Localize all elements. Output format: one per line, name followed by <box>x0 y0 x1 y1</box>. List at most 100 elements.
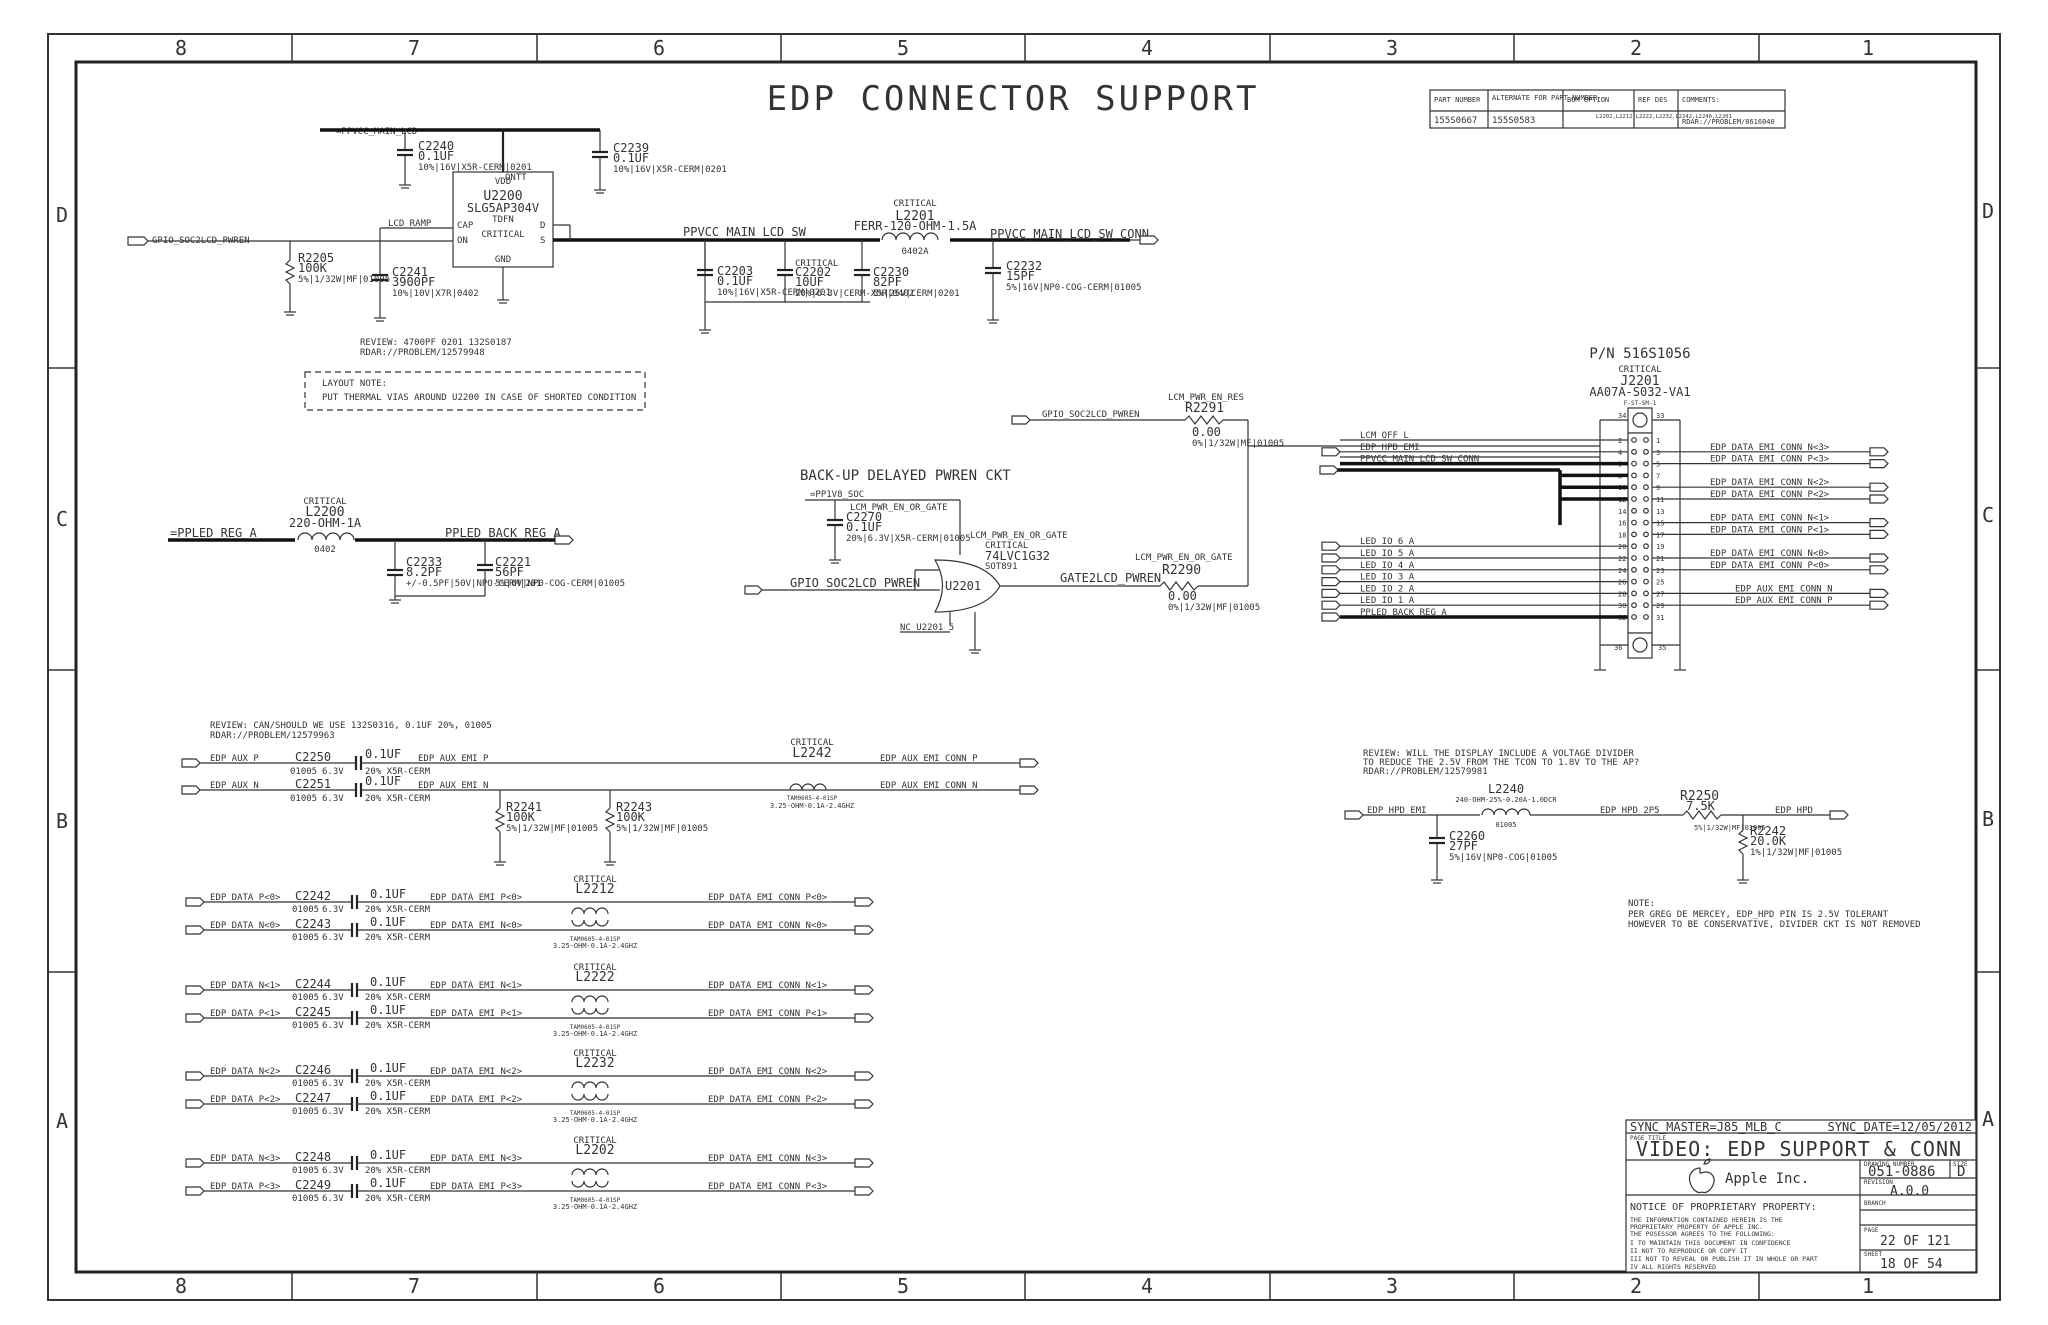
connector-net-label: EDP_DATA_EMI_CONN_N<0> <box>1710 549 1830 559</box>
connector-contact <box>1643 496 1649 502</box>
c2251-ref: C2251 <box>295 777 331 791</box>
zone-row-label: B <box>1982 807 1994 831</box>
net-label: GPIO_SOC2LCD_PWREN <box>1042 410 1140 420</box>
lane-input-net: EDP_DATA_N<2> <box>210 1067 281 1077</box>
net-label: EDP_AUX_EMI_CONN_N <box>880 781 978 791</box>
r2205-spec: 5%|1/32W|MF|01005 <box>298 275 390 285</box>
connector-contact <box>1631 555 1637 561</box>
j2201-pin: 27 <box>1656 590 1664 598</box>
review-note: RDAR://PROBLEM/12579963 <box>210 731 335 741</box>
connector-net-label: EDP_AUX_EMI_CONN_P <box>1735 596 1833 606</box>
lane-cap-ref: C2246 <box>295 1063 331 1077</box>
company-name: Apple Inc. <box>1725 1171 1809 1187</box>
c2270-spec: 20%|6.3V|X5R-CERM|01005 <box>846 534 971 544</box>
net-label: PPVCC_MAIN_LCD_SW_CONN <box>990 227 1149 241</box>
net-label: LCM_PWR_EN_OR_GATE <box>970 531 1068 541</box>
notice-line: II NOT TO REPRODUCE OR COPY IT <box>1630 1247 1747 1255</box>
j2201-pin: 20 <box>1618 543 1626 551</box>
net-label: EDP_AUX_EMI_P <box>418 754 489 764</box>
c2241-val: 3900PF <box>392 275 435 289</box>
c2202-critical: CRITICAL <box>795 259 838 269</box>
bom-header: PART NUMBER <box>1434 96 1481 104</box>
connector-contact <box>1631 566 1637 573</box>
offpage-connector <box>1869 494 1889 504</box>
lane-input-net: EDP_DATA_N<3> <box>210 1154 281 1164</box>
zone-col-label: 8 <box>175 1274 187 1298</box>
connector-net-label: LED_IO_5_A <box>1360 549 1415 559</box>
lane-cap-volt: 6.3V <box>322 993 344 1003</box>
r2242-ref: R2242 <box>1750 824 1786 838</box>
connector-contact <box>1643 531 1649 538</box>
offpage-connector <box>1869 600 1889 610</box>
lane-cap-spec: 20% X5R-CERM <box>365 1021 431 1031</box>
lane-choke-coil <box>571 907 609 915</box>
connector-net-label: PPLED_BACK_REG_A <box>1360 608 1447 618</box>
u2201-pkg: SOT891 <box>985 562 1018 572</box>
connector-net-label: LED_IO_1_A <box>1360 596 1415 606</box>
net-label: LCM_PWR_EN_RES <box>1168 393 1244 403</box>
lane-emi-net: EDP_DATA_EMI_P<3> <box>430 1182 523 1192</box>
c2240-val: 0.1UF <box>418 149 454 163</box>
zone-col-label: 3 <box>1386 36 1398 60</box>
c2240-spec: 10%|16V|X5R-CERM|0201 <box>418 163 532 173</box>
connector-contact <box>1631 590 1637 597</box>
tb-label: BRANCH <box>1864 1200 1886 1207</box>
j2201-pin: 26 <box>1618 579 1626 587</box>
zone-row-label: B <box>56 809 68 833</box>
j2201-pin: 23 <box>1656 567 1664 575</box>
bom-header: ALTERNATE FOR PART NUMBER <box>1492 94 1598 102</box>
connector-contact <box>1643 614 1649 620</box>
connector-contact <box>1631 460 1637 467</box>
lcd-sw-filter: PPVCC_MAIN_LCD_SW C2203 0.1UF 10%|16V|X5… <box>683 199 1159 334</box>
j2201-connector: P/N 516S1056 CRITICAL J2201 AA07A-S032-V… <box>1319 346 1691 671</box>
zone-row-label: C <box>1982 503 1994 527</box>
connector-contact <box>1643 602 1649 609</box>
connector-net-label: LCM_OFF_L <box>1360 431 1409 441</box>
lane-cap-pkg: 01005 <box>292 993 319 1003</box>
lane-choke-spec: 3.25-OHM-0.1A-2.4GHZ <box>553 942 637 950</box>
offpage-connector <box>1829 810 1849 820</box>
offpage-connector <box>1869 588 1889 599</box>
lane-cap-spec: 20% X5R-CERM <box>365 1079 431 1089</box>
notice-title: NOTICE OF PROPRIETARY PROPERTY: <box>1630 1202 1817 1213</box>
lane-choke-part: TAM0605-4-01SP <box>570 1024 621 1031</box>
offpage-connector <box>854 1158 874 1168</box>
l2201-pkg: 0402A <box>901 247 929 257</box>
connector-net-label: EDP_DATA_EMI_CONN_P<2> <box>1710 490 1830 500</box>
lane-choke-part: TAM0605-4-01SP <box>570 1110 621 1117</box>
offpage-connector <box>185 1158 205 1168</box>
title-block: SYNC_MASTER=J85_MLB_C SYNC_DATE=12/05/20… <box>1625 1119 1977 1273</box>
connector-net-label: EDP_DATA_EMI_CONN_N<3> <box>1710 443 1830 453</box>
l2200-val: 220-OHM-1A <box>289 516 362 530</box>
zone-col-label: 2 <box>1630 1274 1642 1298</box>
connector-net-label: LED_IO_3_A <box>1360 573 1415 583</box>
net-label: EDP_HPD <box>1775 806 1813 816</box>
connector-contact <box>1643 519 1649 526</box>
review-note: TO REDUCE THE 2.5V FROM THE TCON TO 1.8V… <box>1363 758 1639 768</box>
tb-label: PAGE TITLE <box>1630 1135 1667 1142</box>
c2251-val: 0.1UF <box>365 774 401 788</box>
j2201-pin: 36 <box>1614 644 1622 652</box>
connector-contact <box>1643 460 1649 467</box>
zone-col-label: 1 <box>1862 1274 1874 1298</box>
drawing-number: 051-0886 <box>1868 1164 1935 1180</box>
tb-label: SHEET <box>1864 1251 1882 1258</box>
l2240-inductor <box>1481 808 1531 816</box>
lane-cap-ref: C2242 <box>295 889 331 903</box>
lane-cap-val: 0.1UF <box>370 1003 406 1017</box>
review-note: RDAR://PROBLEM/12579948 <box>360 348 485 358</box>
offpage-connector <box>1321 588 1341 599</box>
l2242-ref: L2242 <box>792 746 831 761</box>
bom-header: BOM OPTION <box>1567 96 1609 104</box>
bom-cell: RDAR://PROBLEM/8616040 <box>1682 118 1775 126</box>
r2241-ref: R2241 <box>506 800 542 814</box>
net-label: LCM_PWR_EN_OR_GATE <box>1135 553 1233 563</box>
connector-contact <box>1643 484 1649 491</box>
connector-net-label: EDP_DATA_EMI_CONN_P<0> <box>1710 561 1830 571</box>
c2221-ref: C2221 <box>495 555 531 569</box>
j2201-pin: 28 <box>1618 590 1626 598</box>
lane-choke-critical: CRITICAL <box>573 963 616 973</box>
offpage-connector <box>1321 447 1341 457</box>
